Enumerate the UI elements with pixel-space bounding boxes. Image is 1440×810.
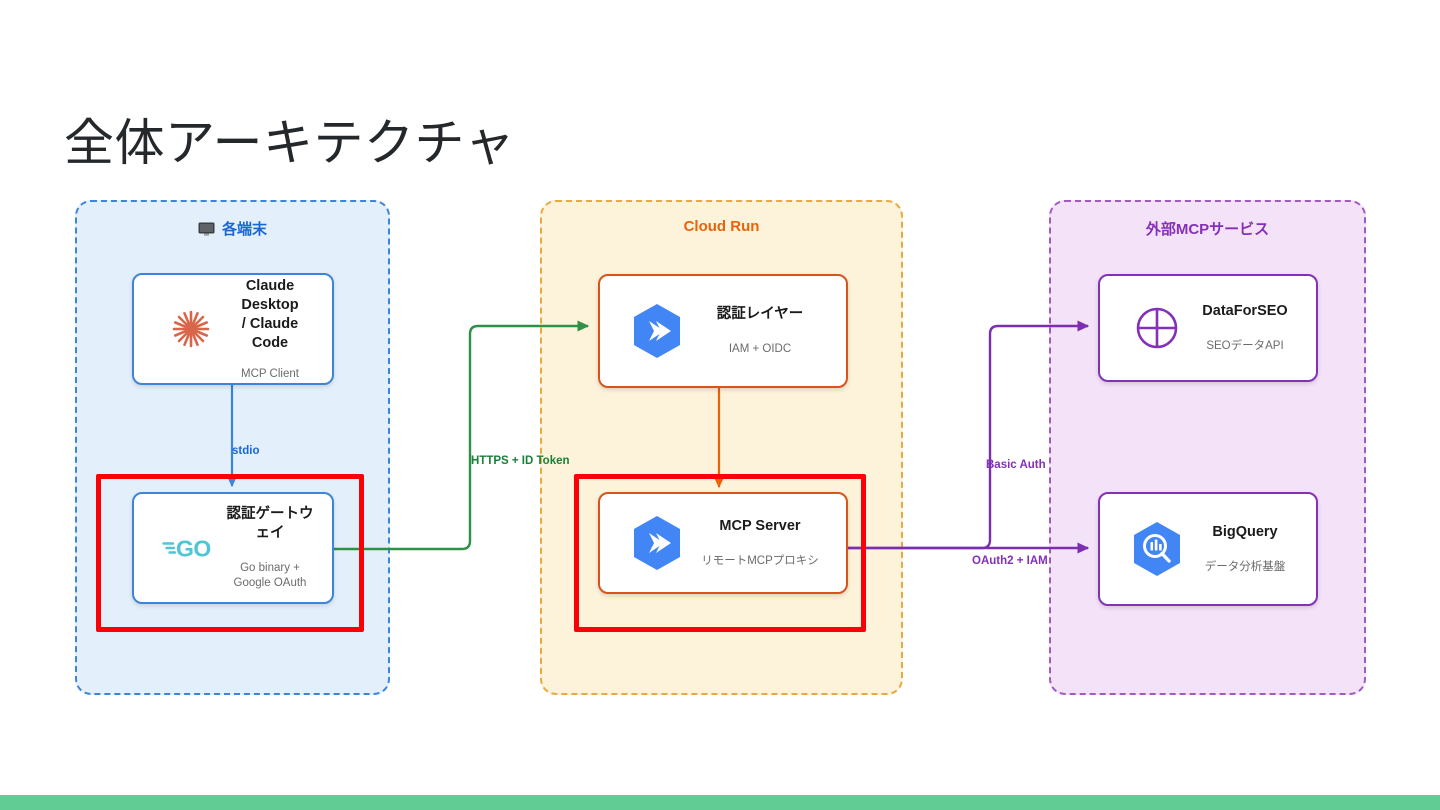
node-bigquery-text: BigQuery データ分析基盤 [1188,523,1316,575]
group-devices-label: 各端末 [221,221,267,238]
node-auth-gateway-subtitle: Go binary + Google OAuth [233,562,307,589]
node-auth-gateway-text: 認証ゲートウェイ Go binary + Google OAuth [222,505,332,591]
node-claude-desktop-title: Claude Desktop / Claude Code [241,277,299,351]
anthropic-starburst-icon [160,308,222,350]
group-devices-title: 各端末 [77,218,388,239]
highlight-frame-auth-gateway [96,474,364,632]
edge-label-https: HTTPS + ID Token [471,455,570,467]
edge-label-basic-auth: Basic Auth [986,459,1046,471]
cloud-run-icon [626,302,688,360]
footer-accent-bar [0,795,1440,810]
go-gopher-logo-icon: GO [160,535,222,561]
node-mcp-server-title: MCP Server [719,518,801,534]
node-auth-layer-text: 認証レイヤー IAM + OIDC [688,305,846,357]
monitor-icon [198,222,215,236]
node-auth-layer-subtitle: IAM + OIDC [728,343,792,355]
node-mcp-server[interactable]: MCP Server リモートMCPプロキシ [598,492,848,594]
node-claude-desktop[interactable]: Claude Desktop / Claude Code MCP Client [132,273,334,385]
node-bigquery-subtitle: データ分析基盤 [1204,561,1286,573]
node-claude-desktop-text: Claude Desktop / Claude Code MCP Client [222,277,332,382]
edge-label-oauth2-iam: OAuth2 + IAM [972,555,1048,567]
group-external-title: 外部MCPサービス [1145,221,1270,238]
svg-text:GO: GO [176,536,211,562]
page-title: 全体アーキテクチャ [64,114,515,171]
node-bigquery-title: BigQuery [1212,524,1278,540]
node-dataforseo-text: DataForSEO SEOデータAPI [1188,302,1316,354]
node-auth-layer[interactable]: 認証レイヤー IAM + OIDC [598,274,848,388]
node-auth-gateway[interactable]: GO 認証ゲートウェイ Go binary + Google OAuth [132,492,334,604]
dataforseo-crosshair-icon [1126,305,1188,351]
node-mcp-server-text: MCP Server リモートMCPプロキシ [688,517,846,569]
node-bigquery[interactable]: BigQuery データ分析基盤 [1098,492,1318,606]
node-dataforseo-subtitle: SEOデータAPI [1206,340,1284,352]
node-mcp-server-subtitle: リモートMCPプロキシ [701,555,819,567]
node-dataforseo-title: DataForSEO [1202,303,1288,319]
bigquery-icon [1126,520,1188,578]
highlight-frame-mcp-server [574,474,866,632]
node-auth-gateway-title: 認証ゲートウェイ [226,506,314,541]
node-auth-layer-title: 認証レイヤー [716,306,804,322]
group-cloudrun-title: Cloud Run [683,218,760,235]
node-dataforseo[interactable]: DataForSEO SEOデータAPI [1098,274,1318,382]
cloud-run-icon [626,514,688,572]
edge-label-stdio: stdio [232,445,260,457]
node-claude-desktop-subtitle: MCP Client [241,367,299,380]
